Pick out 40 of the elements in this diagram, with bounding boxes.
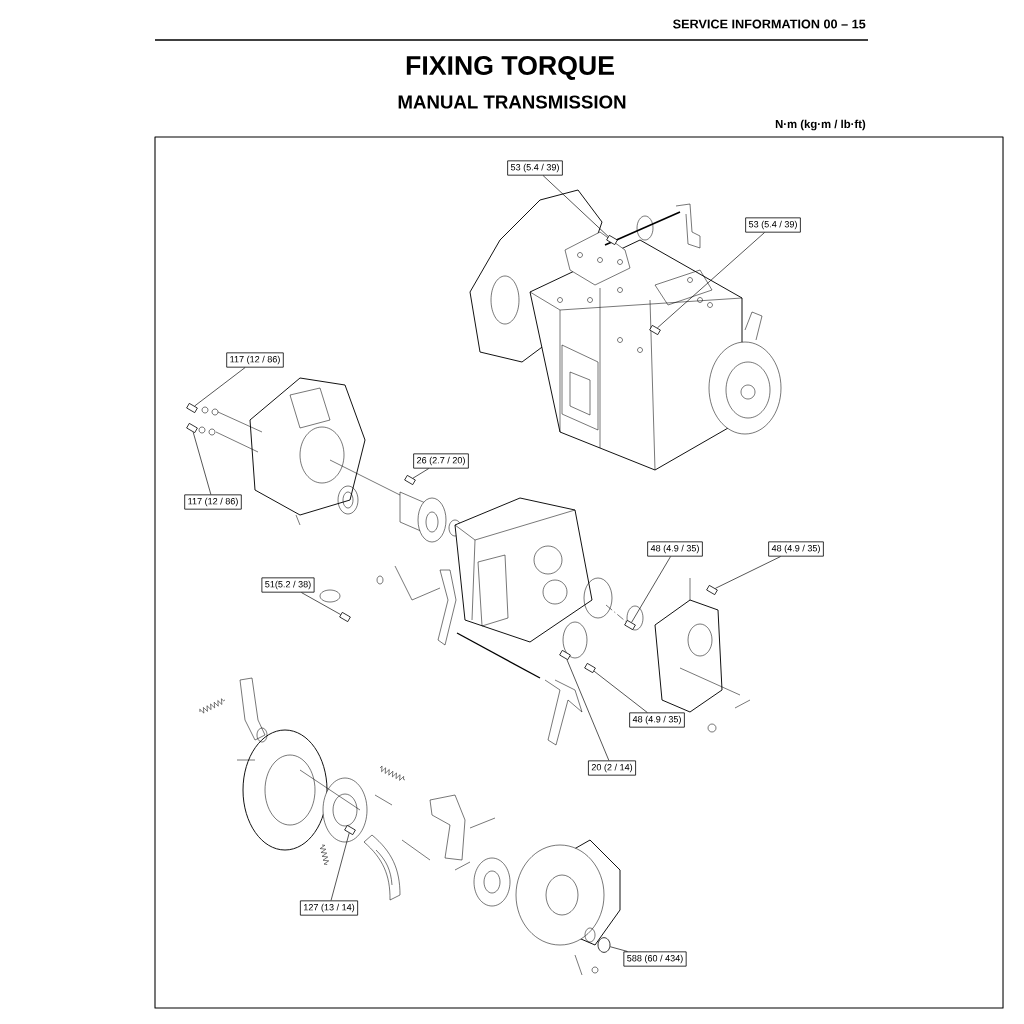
leader-line bbox=[192, 431, 212, 495]
torque-label: 48 (4.9 / 35) bbox=[768, 541, 824, 557]
leader-line bbox=[330, 832, 350, 901]
subtitle: MANUAL TRANSMISSION bbox=[398, 95, 626, 109]
leader-line bbox=[631, 556, 671, 623]
bolt bbox=[649, 324, 661, 336]
leader-line bbox=[657, 232, 765, 329]
bolt bbox=[186, 422, 198, 434]
unit-note: N·m (kg·m / lb·ft) bbox=[775, 119, 866, 131]
bolt bbox=[706, 584, 718, 596]
torque-label: 588 (60 / 434) bbox=[623, 951, 687, 967]
leader-line bbox=[609, 946, 628, 952]
page-header: SERVICE INFORMATION 00 – 15 bbox=[673, 19, 866, 29]
torque-label: 127 (13 / 14) bbox=[299, 900, 359, 916]
leader-line bbox=[301, 592, 341, 615]
bolt bbox=[559, 649, 571, 661]
torque-label: 117 (12 / 86) bbox=[184, 494, 242, 510]
torque-label: 20 (2 / 14) bbox=[588, 760, 636, 776]
leader-line bbox=[194, 367, 246, 407]
torque-label: 26 (2.7 / 20) bbox=[413, 453, 469, 469]
torque-label: 48 (4.9 / 35) bbox=[647, 541, 703, 557]
torque-label: 51(5.2 / 38) bbox=[261, 577, 315, 593]
bolt bbox=[186, 402, 198, 414]
torque-label: 53 (5.4 / 39) bbox=[507, 160, 563, 176]
nut bbox=[597, 937, 611, 953]
leader-line bbox=[593, 670, 648, 713]
leader-line bbox=[542, 175, 609, 237]
bolt bbox=[584, 662, 596, 674]
leader-line bbox=[715, 556, 781, 589]
leader-line bbox=[566, 659, 610, 761]
bolt bbox=[404, 474, 416, 486]
torque-label: 48 (4.9 / 35) bbox=[629, 712, 685, 728]
bolt bbox=[339, 611, 351, 623]
leader-line bbox=[412, 468, 429, 479]
torque-label: 117 (12 / 86) bbox=[226, 352, 284, 368]
bolt bbox=[606, 234, 618, 246]
bolt bbox=[624, 619, 636, 631]
torque-label: 53 (5.4 / 39) bbox=[745, 217, 801, 233]
bolt bbox=[344, 824, 356, 836]
title: FIXING TORQUE bbox=[406, 56, 614, 80]
